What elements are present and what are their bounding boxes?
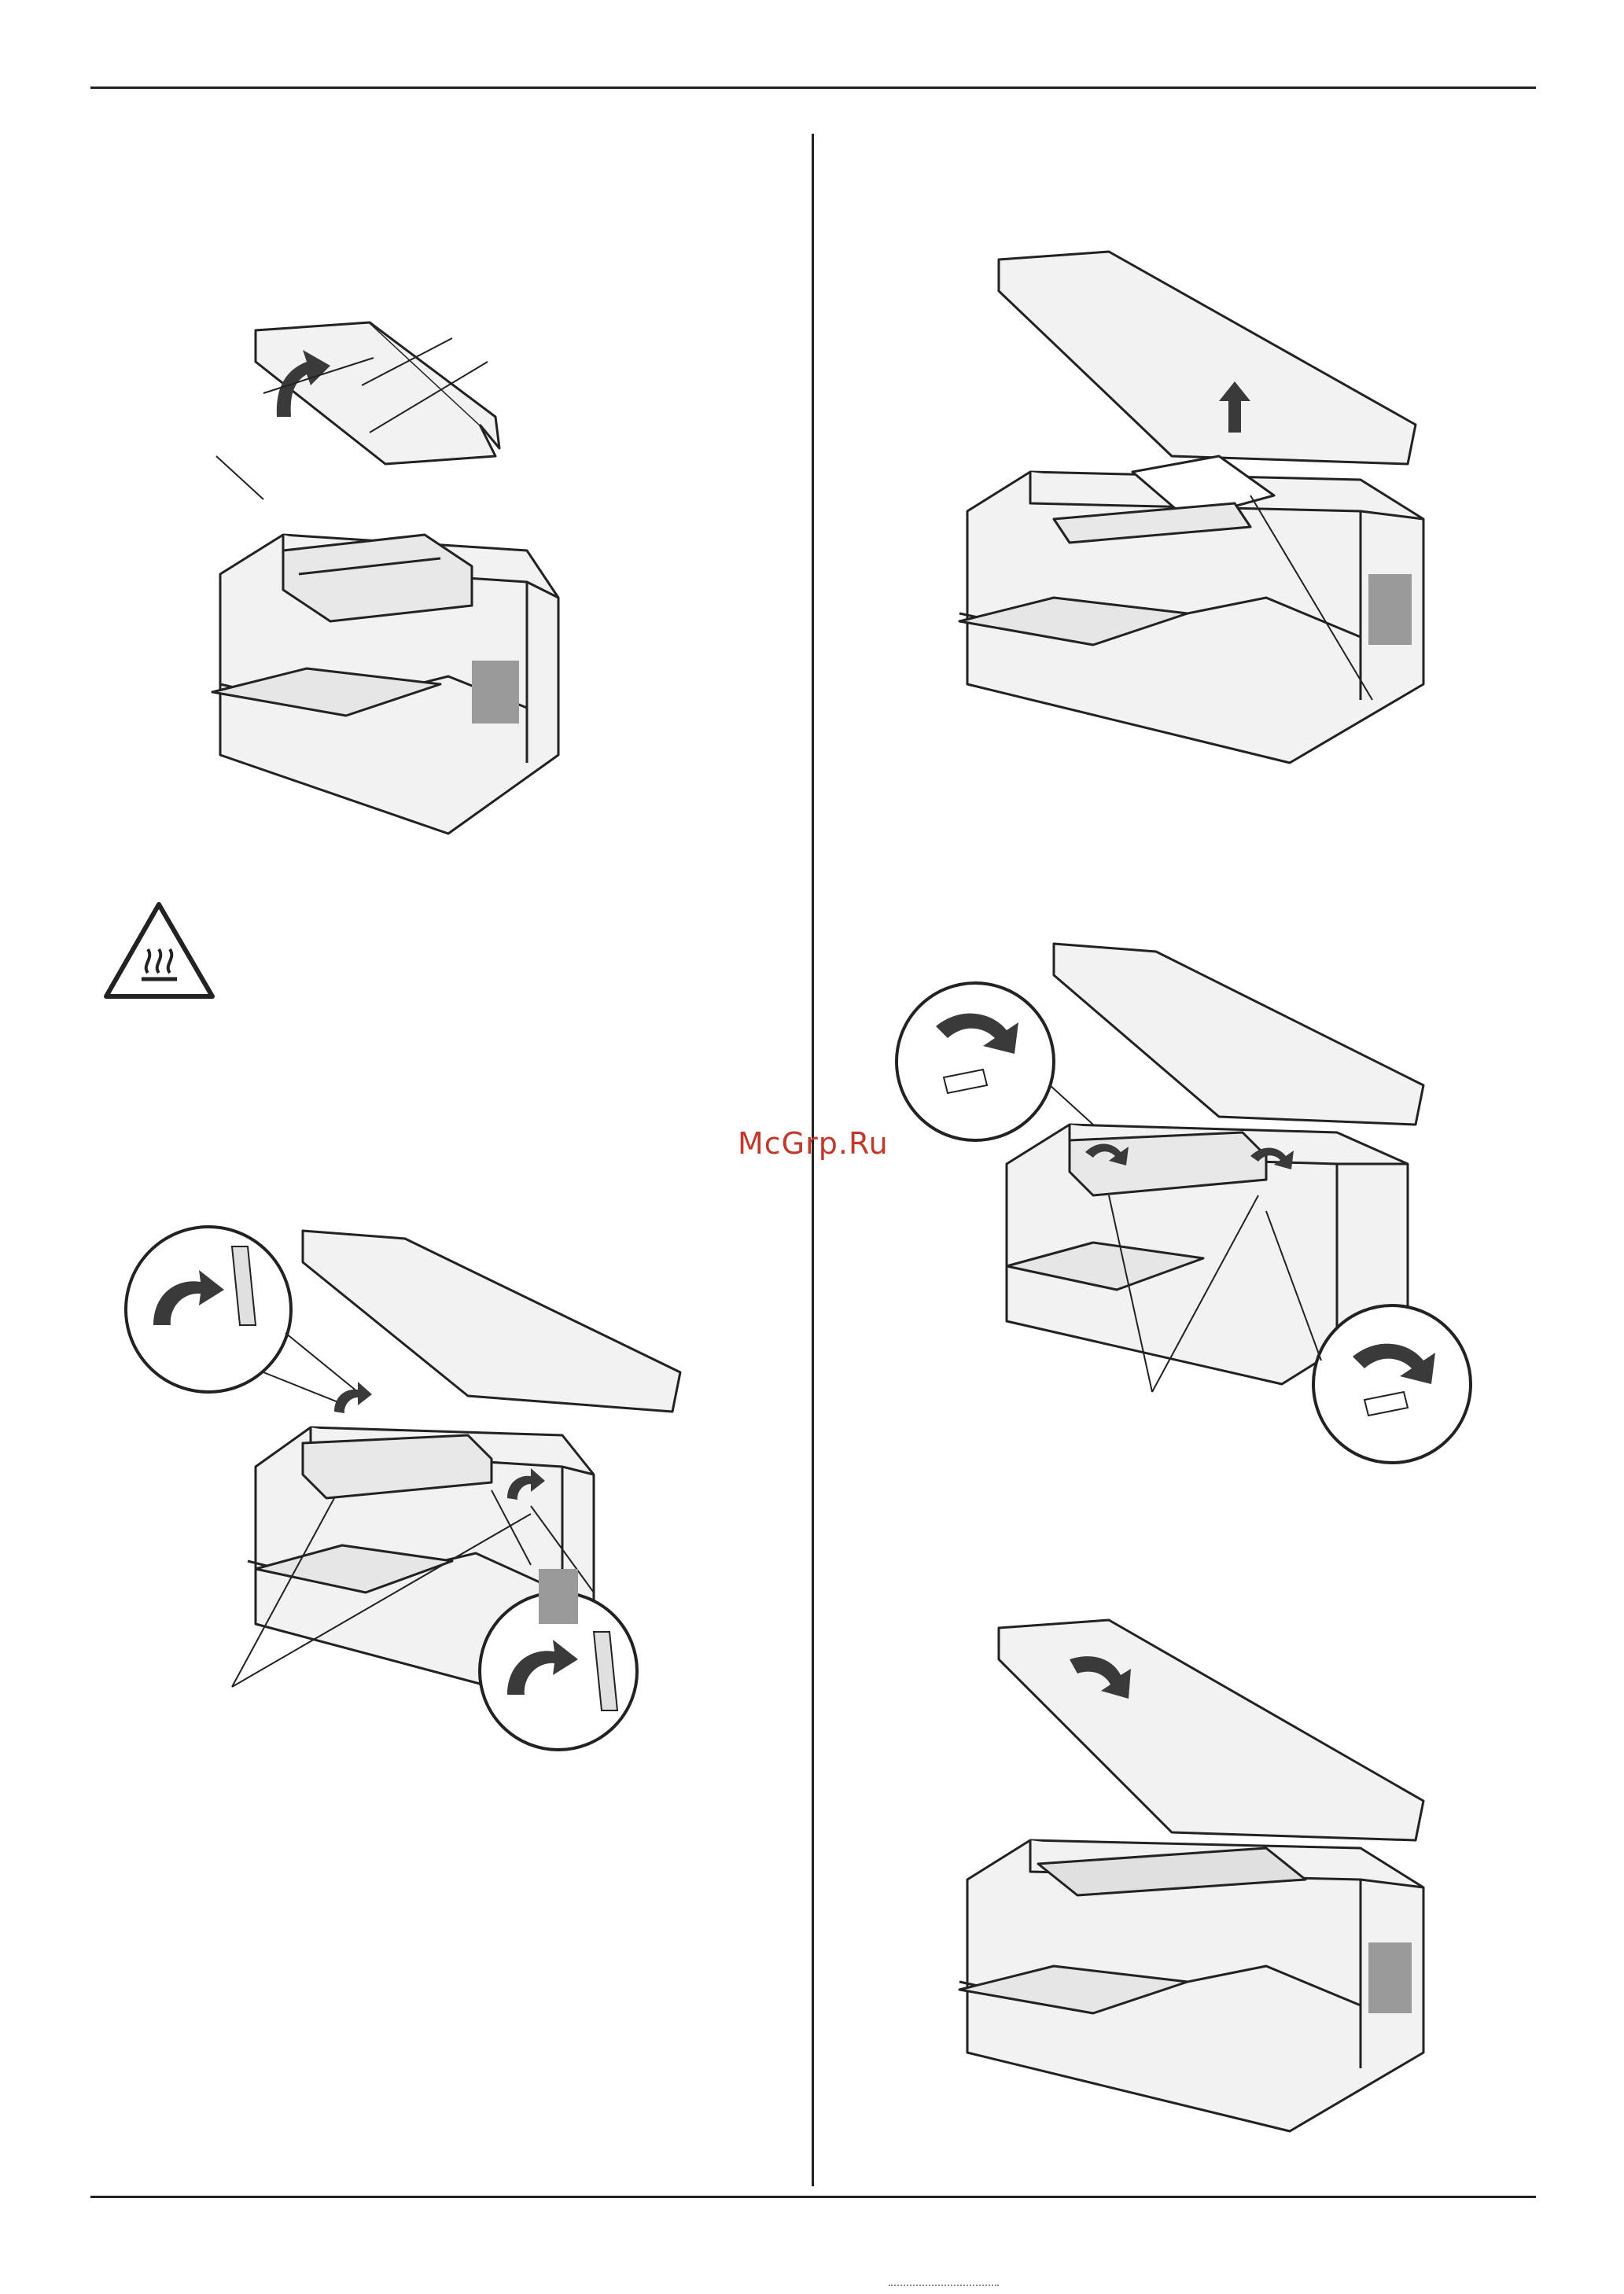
hot-surface-warning-icon (104, 902, 215, 999)
printer-paper-removal-icon (958, 250, 1425, 764)
printer-paper-removal-figure (936, 244, 1439, 779)
printer-levers-open-icon (124, 1225, 682, 1751)
printer-levers-close-icon (895, 942, 1472, 1464)
footer-fragment (889, 2285, 999, 2291)
printer-close-cover-figure (936, 1612, 1439, 2147)
column-divider (812, 134, 814, 2186)
header-rule (90, 87, 1536, 89)
watermark-text: McGrp.Ru (738, 1126, 889, 1161)
printer-levers-close-figure (873, 928, 1502, 1478)
printer-cover-open-figure (189, 315, 684, 849)
printer-levers-open-figure (122, 1215, 767, 1766)
hot-surface-warning (102, 900, 216, 1003)
printer-top-cover-open-icon (211, 321, 560, 835)
footer-rule (90, 2196, 1536, 2198)
printer-close-top-cover-icon (958, 1618, 1425, 2133)
